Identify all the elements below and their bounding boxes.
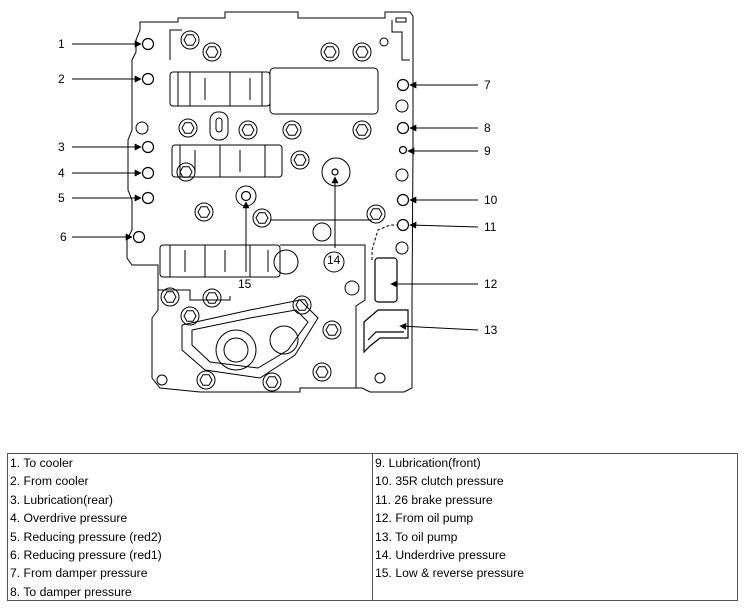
- port-6: [132, 230, 146, 244]
- port-2: [141, 72, 155, 86]
- callout-13: 13: [484, 323, 498, 337]
- callout-11: 11: [484, 220, 497, 234]
- callout-9: 9: [484, 144, 491, 158]
- bolts: [160, 30, 386, 392]
- valve-body-plate: [126, 11, 414, 393]
- pressure-ports: [132, 37, 410, 244]
- legend-item: 2. From cooler: [10, 474, 89, 489]
- legend-item: 9. Lubrication(front): [375, 456, 481, 470]
- port-11: [396, 218, 410, 232]
- port-1: [141, 37, 155, 51]
- center-cover: [181, 157, 360, 379]
- legend-item: 12. From oil pump: [375, 511, 474, 526]
- legend-item: 14. Underdrive pressure: [375, 548, 506, 563]
- port-7: [396, 78, 410, 92]
- callout-3: 3: [58, 140, 65, 154]
- callout-8: 8: [484, 121, 491, 135]
- port-14: [331, 168, 339, 176]
- callout-10: 10: [484, 193, 498, 207]
- legend-table: 1. To cooler 2. From cooler 3. Lubricati…: [7, 453, 738, 601]
- legend-item: 8. To damper pressure: [10, 584, 132, 599]
- port-8: [396, 121, 410, 135]
- legend-column-right: 9. Lubrication(front) 10. 35R clutch pre…: [373, 454, 737, 600]
- callout-1: 1: [58, 37, 65, 51]
- legend-item: 13. To oil pump: [375, 529, 458, 544]
- port-4: [141, 166, 155, 180]
- pump-ports: [363, 257, 409, 354]
- leader-lines: [72, 40, 479, 331]
- spool-valves: [159, 67, 379, 278]
- legend-item: 3. Lubrication(rear): [10, 492, 113, 507]
- port-15: [240, 190, 252, 202]
- legend-column-left: 1. To cooler 2. From cooler 3. Lubricati…: [8, 454, 373, 600]
- legend-item: 7. From damper pressure: [10, 566, 148, 581]
- valve-body-diagram: 1 2 3 4 5 6 7 8 9 10 11 12 13 14 15: [58, 11, 498, 393]
- callout-7: 7: [484, 78, 491, 92]
- port-9: [398, 145, 408, 155]
- port-10: [396, 193, 410, 207]
- port-5: [141, 191, 155, 205]
- port-3: [141, 140, 155, 154]
- callout-6: 6: [60, 230, 67, 244]
- legend-item: 5. Reducing pressure (red2): [10, 529, 162, 544]
- legend-item: 1. To cooler: [10, 456, 73, 470]
- port-12: [374, 257, 398, 303]
- legend-item: 10. 35R clutch pressure: [375, 474, 504, 489]
- callout-5: 5: [58, 191, 65, 205]
- callout-4: 4: [58, 166, 65, 180]
- callout-numbers: 1 2 3 4 5 6 7 8 9 10 11 12 13 14 15: [58, 37, 498, 337]
- callout-2: 2: [58, 72, 65, 86]
- edge-ports: [135, 17, 409, 386]
- callout-14: 14: [327, 253, 341, 267]
- legend-item: 6. Reducing pressure (red1): [10, 548, 162, 563]
- callout-12: 12: [484, 277, 498, 291]
- legend-item: 15. Low & reverse pressure: [375, 566, 525, 581]
- port-13: [363, 309, 409, 354]
- legend-item: 4. Overdrive pressure: [10, 511, 128, 526]
- legend-item: 11. 26 brake pressure: [375, 492, 493, 507]
- callout-15: 15: [238, 277, 252, 291]
